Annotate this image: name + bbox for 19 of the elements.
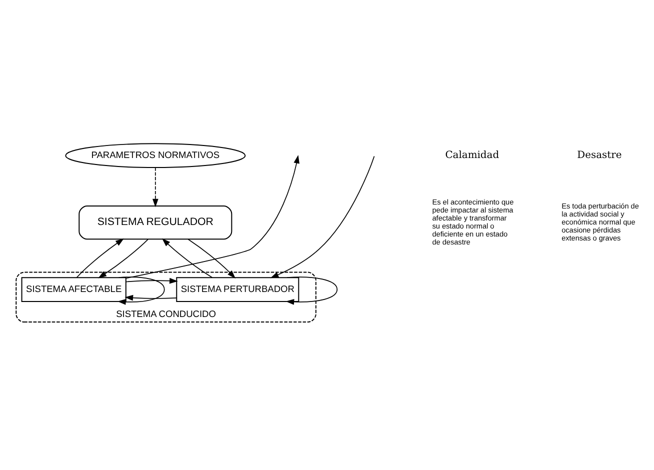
label: Desastre [577,149,622,160]
node-box: SISTEMA PERTURBADOR [176,276,300,302]
arrow [124,294,178,300]
node-ellipse: PARAMETROS NORMATIVOS [65,142,246,168]
arrow [98,238,148,278]
arrow [286,276,338,304]
arrow [188,238,236,278]
node-box: SISTEMA AFECTABLE [21,276,126,302]
arrow [126,154,300,278]
label: Es el acontecimiento que pede impactar al sistema afectable y transformar su estado normal o deficiente en un estado de desastre [432,197,514,246]
label: Calamidad [445,149,500,160]
arrow [152,166,158,207]
arrow [270,155,375,278]
arrow [117,276,165,304]
label: Es toda perturbación de la actividad social y económica normal que ocasione pérdidas extensas o graves [562,201,639,242]
arrow [162,238,213,278]
arrow [126,277,178,284]
arrow [76,238,124,278]
node-box: SISTEMA REGULADOR [78,205,232,240]
